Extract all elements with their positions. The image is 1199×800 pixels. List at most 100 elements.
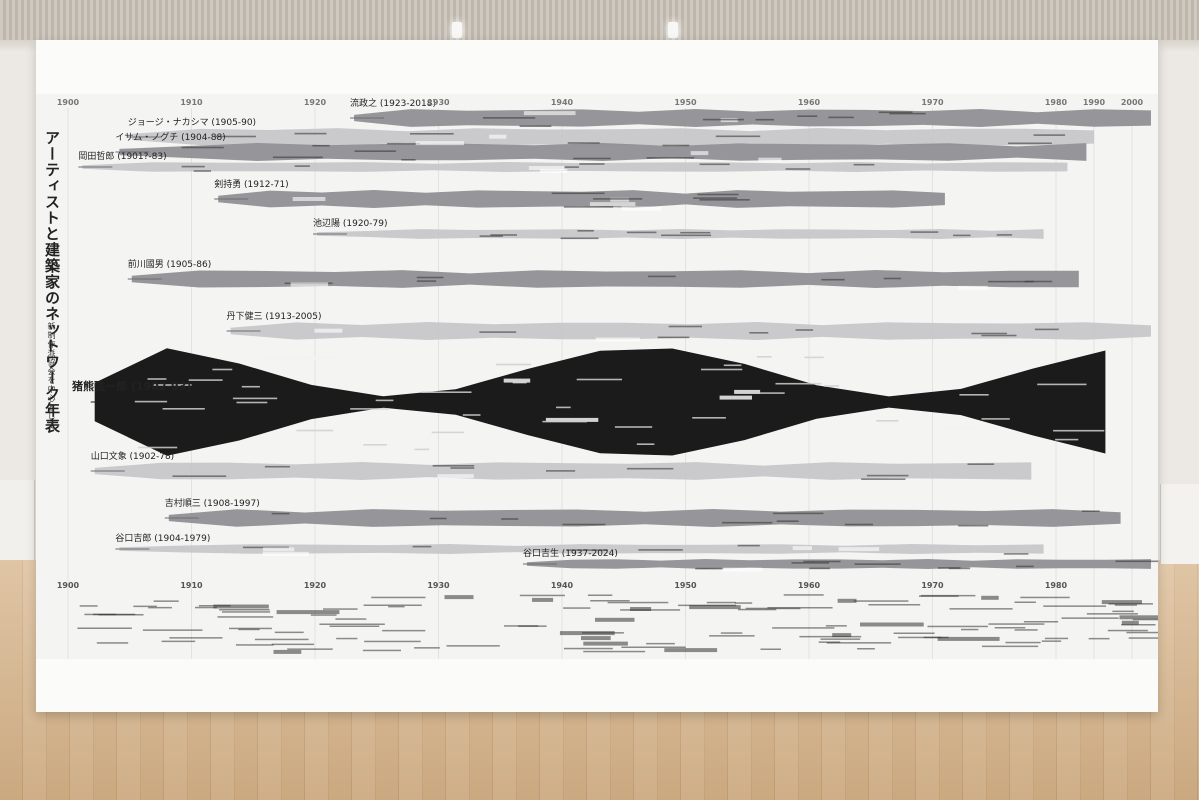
chronology-note-mark	[161, 640, 196, 643]
chronology-note-mark	[583, 641, 628, 646]
event-note-mark	[809, 567, 830, 570]
person-labels: 流政之 (1923-2018)ジョージ・ナカシマ (1905-90)イサム・ノグ…	[71, 97, 618, 559]
event-note-mark	[375, 399, 394, 402]
event-note-mark	[562, 523, 606, 526]
chronology-note-mark	[363, 604, 422, 606]
year-label-bottom: 1970	[921, 581, 944, 590]
event-note-mark	[566, 549, 608, 551]
chronology-note-mark	[153, 600, 179, 602]
chronology-note-mark	[832, 633, 852, 638]
event-note-mark	[290, 282, 329, 287]
event-note-mark	[749, 332, 769, 334]
chronology-note-mark	[446, 645, 500, 647]
event-note-mark	[293, 355, 342, 360]
event-note-mark	[589, 202, 636, 207]
event-note-mark	[573, 157, 611, 160]
display-case-left	[0, 480, 35, 560]
event-note-mark	[489, 134, 507, 139]
year-label-top: 1950	[674, 98, 697, 107]
year-label-top: 1910	[180, 98, 203, 107]
person-band	[168, 509, 1121, 527]
event-note-mark	[699, 199, 750, 201]
chronology-note-mark	[620, 609, 681, 611]
event-note-mark	[193, 170, 211, 172]
event-note-mark	[773, 512, 824, 515]
event-note-mark	[1015, 565, 1034, 568]
event-note-mark	[657, 336, 690, 339]
event-note-mark	[236, 401, 268, 404]
event-note-mark	[271, 512, 290, 515]
event-note-mark	[551, 192, 605, 195]
chronology-note-mark	[581, 636, 611, 641]
event-note-mark	[350, 408, 389, 410]
chronology-note-mark	[898, 636, 949, 639]
event-note-mark	[1055, 438, 1079, 441]
chronology-note-mark	[1119, 615, 1158, 620]
event-note-mark	[803, 560, 841, 563]
event-note-mark	[690, 151, 709, 156]
event-note-mark	[181, 165, 205, 168]
chronology-note-mark	[364, 640, 421, 643]
event-note-mark	[483, 117, 536, 119]
chronology-note-mark	[276, 610, 340, 615]
chronology-note-mark	[229, 627, 272, 630]
event-note-mark	[791, 562, 830, 564]
chronology-note-mark	[826, 642, 892, 644]
event-note-mark	[579, 163, 605, 165]
event-note-mark	[416, 280, 437, 282]
chronology-note-mark	[388, 605, 405, 608]
event-note-mark	[722, 567, 762, 572]
event-note-mark	[795, 329, 814, 331]
event-note-mark	[153, 384, 192, 386]
chronology-note-mark	[664, 648, 718, 653]
chronology-note-mark	[96, 642, 129, 644]
chronology-note-mark	[772, 627, 835, 629]
chronology-note-mark	[1088, 637, 1110, 640]
person-band	[131, 128, 1094, 146]
event-note-mark	[610, 197, 630, 202]
person-label: 谷口吉生 (1937-2024)	[523, 547, 618, 559]
chronology-note-mark	[319, 623, 385, 625]
event-note-mark	[844, 523, 873, 526]
chronology-note-mark	[734, 602, 753, 604]
event-note-mark	[889, 112, 926, 115]
chronology-note-mark	[621, 646, 686, 648]
chronology-note-mark	[444, 595, 474, 600]
chronology-note-mark	[893, 632, 935, 634]
event-note-mark	[758, 157, 782, 162]
chronology-note-mark	[1044, 637, 1069, 640]
chronology-note-mark	[1112, 610, 1134, 613]
event-note-mark	[853, 163, 875, 166]
chronology-note-mark	[857, 648, 875, 650]
event-note-mark	[363, 444, 387, 446]
chronology-note-mark	[274, 631, 304, 634]
person-band	[354, 109, 1151, 127]
chronology-note-mark	[1101, 600, 1142, 605]
event-note-mark	[437, 474, 474, 479]
event-note-mark	[147, 378, 167, 380]
exhibit-title: アーティストと建築家のネットワーク年表	[43, 130, 61, 434]
chronology-note-mark	[310, 614, 337, 616]
chronology-note-mark	[706, 601, 736, 604]
year-label-top: 1960	[798, 98, 821, 107]
event-note-mark	[490, 234, 517, 236]
event-note-mark	[1003, 553, 1029, 555]
event-note-mark	[1053, 429, 1105, 432]
event-note-mark	[1081, 510, 1100, 512]
chronology-note-mark	[988, 623, 1045, 625]
chronology-note-mark	[961, 628, 979, 631]
event-note-mark	[262, 551, 309, 556]
event-note-mark	[1034, 328, 1059, 331]
chronology-note-mark	[77, 627, 132, 629]
event-note-mark	[1115, 560, 1158, 563]
event-note-mark	[312, 144, 330, 147]
chronology-note-mark	[323, 608, 358, 610]
chronology-note-mark	[371, 596, 426, 599]
event-note-mark	[1024, 280, 1053, 283]
chronology-note-mark	[329, 625, 380, 627]
person-bands	[78, 109, 1152, 569]
chronology-note-mark	[1108, 603, 1153, 605]
event-note-mark	[545, 417, 599, 422]
event-note-mark	[941, 425, 978, 430]
